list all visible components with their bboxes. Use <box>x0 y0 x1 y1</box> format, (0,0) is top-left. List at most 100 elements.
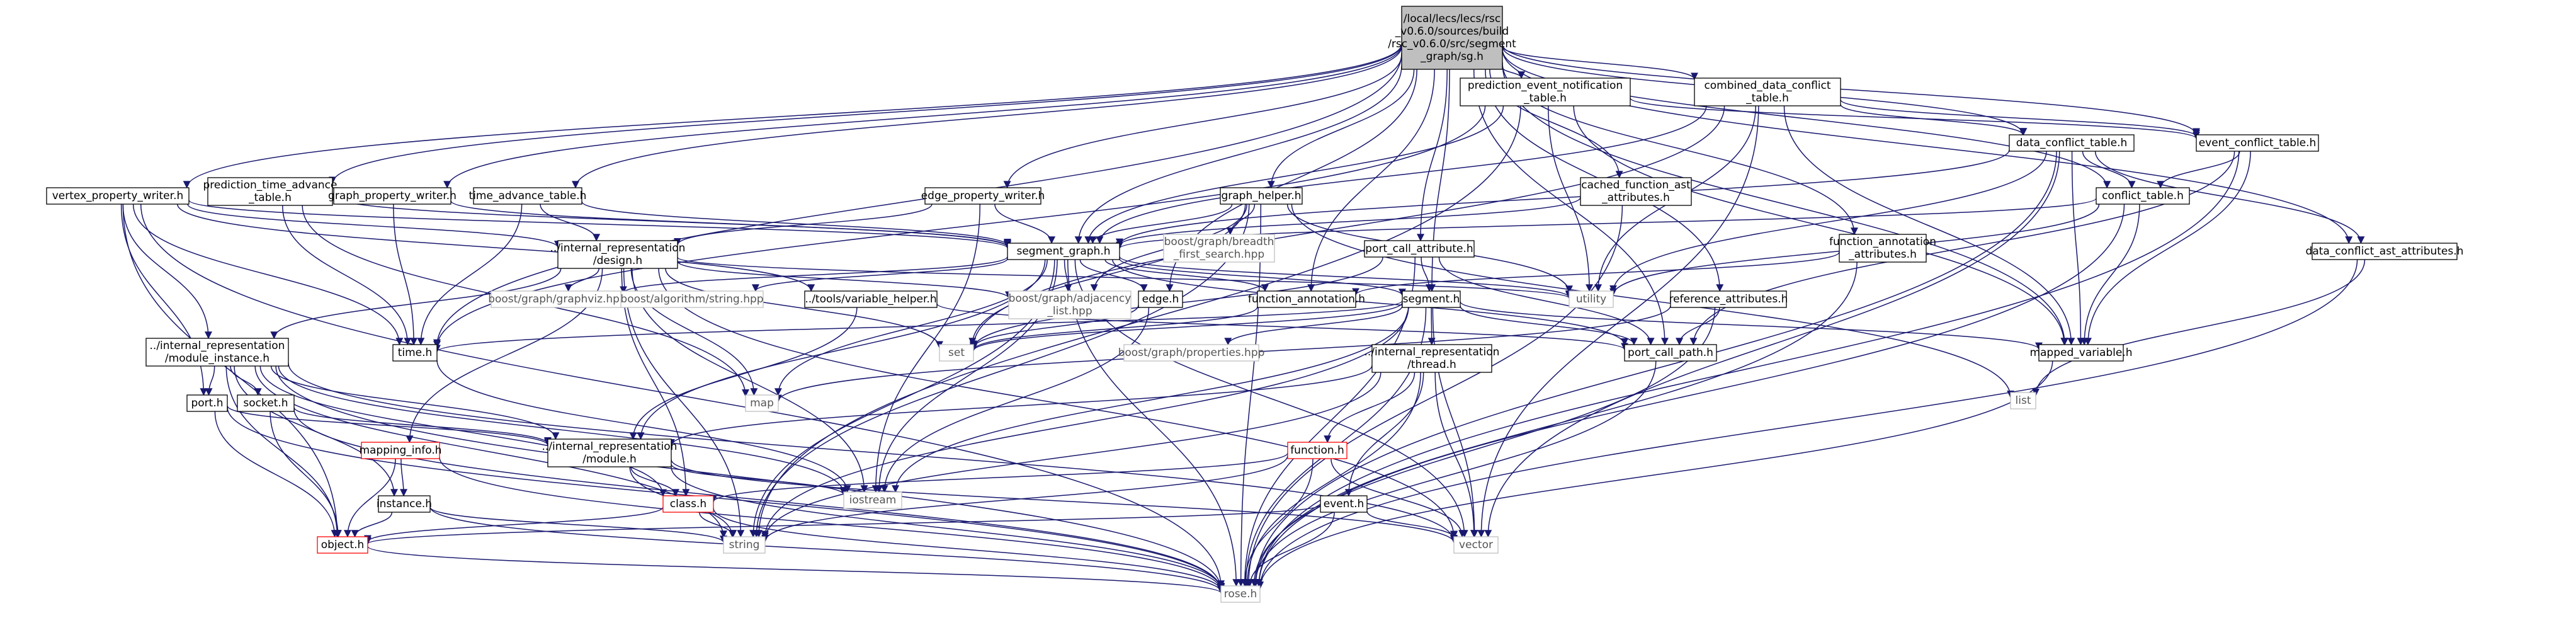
edge-root-to-cdct <box>1502 46 1698 81</box>
node-bastr: boost/algorithm/string.hpp <box>620 290 764 308</box>
edge-root-to-fah <box>1307 69 1435 292</box>
node-label: object.h <box>321 539 365 551</box>
node-label: _graph/sg.h <box>1420 50 1484 63</box>
node-label: boost/algorithm/string.hpp <box>620 293 763 306</box>
edge-irth-to-irmod <box>667 365 1373 447</box>
node-ptat[interactable]: prediction_time_advance_table.h <box>203 177 338 206</box>
node-box <box>1401 6 1503 70</box>
edge-ect-to-ct <box>2157 151 2240 189</box>
node-rah[interactable]: reference_attributes.h <box>1669 290 1788 308</box>
node-epw[interactable]: edge_property_writer.h <box>921 187 1045 205</box>
node-label: segment_graph.h <box>1016 245 1110 258</box>
edge-sgh-to-bggv <box>620 256 1008 294</box>
node-ect[interactable]: event_conflict_table.h <box>2196 134 2319 152</box>
node-box <box>186 394 228 412</box>
edge-dct-to-sgh <box>1116 149 2010 246</box>
node-vpw[interactable]: vertex_property_writer.h <box>46 187 190 205</box>
node-label: mapped_variable.h <box>2029 346 2132 359</box>
node-obj[interactable]: object.h <box>317 536 368 554</box>
node-box <box>1694 77 1841 106</box>
node-sgh[interactable]: segment_graph.h <box>1007 243 1120 260</box>
node-label: cached_function_ast <box>1581 179 1691 192</box>
node-box <box>2010 392 2036 410</box>
node-bgbfs: boost/graph/breadth_first_search.hpp <box>1163 234 1275 263</box>
edge-vpw-to-obj <box>122 203 341 538</box>
edge-cls-to-string <box>699 512 737 538</box>
node-irmi[interactable]: ../internal_representation/module_instan… <box>145 338 289 367</box>
node-box <box>723 536 766 554</box>
node-box <box>2312 243 2458 260</box>
edge-root-to-ct <box>1502 49 2111 189</box>
edge-irth-to-func <box>1324 372 1416 444</box>
edge-tvh-to-irmod <box>629 307 858 440</box>
edge-vpw-to-ird <box>187 203 562 249</box>
edge-inst-to-string <box>429 507 727 544</box>
node-ird[interactable]: ../internal_representation/design.h <box>550 240 686 269</box>
node-label: boost/graph/graphviz.hpp <box>488 293 627 306</box>
node-mapi[interactable]: mapping_info.h <box>359 442 442 459</box>
node-cls[interactable]: class.h <box>662 495 714 513</box>
node-root[interactable]: /local/lecs/lecs/rsc_v0.6.0/sources/buil… <box>1388 6 1516 70</box>
edge-irth-to-event <box>1344 372 1424 497</box>
edge-root-to-tat <box>572 46 1402 189</box>
node-box <box>1670 290 1787 308</box>
edge-cdct-to-mv <box>1783 105 2075 346</box>
edge-mapi-to-obj <box>343 458 396 538</box>
edge-root-to-gh <box>1267 69 1415 189</box>
node-vector: vector <box>1453 536 1499 554</box>
node-dcaa[interactable]: data_conflict_ast_attributes.h <box>2306 243 2464 260</box>
node-cdct[interactable]: combined_data_conflict_table.h <box>1694 77 1841 106</box>
edge-func-to-rose <box>1240 458 1314 587</box>
node-func[interactable]: function.h <box>1287 442 1348 459</box>
node-cfat[interactable]: cached_function_ast_attributes.h <box>1580 177 1692 206</box>
node-sock[interactable]: socket.h <box>237 394 295 412</box>
node-pca[interactable]: port_call_attribute.h <box>1364 240 1475 258</box>
node-dct[interactable]: data_conflict_table.h <box>2009 134 2135 152</box>
edge-mapi-to-inst <box>400 458 408 497</box>
node-ct[interactable]: conflict_table.h <box>2096 187 2190 205</box>
node-time[interactable]: time.h <box>392 344 438 362</box>
node-pcp[interactable]: port_call_path.h <box>1624 344 1717 362</box>
node-gpw[interactable]: graph_property_writer.h <box>328 187 457 205</box>
node-seg[interactable]: segment.h <box>1402 290 1461 308</box>
node-gh[interactable]: graph_helper.h <box>1220 187 1303 205</box>
node-fah[interactable]: function_annotation.h <box>1248 290 1365 308</box>
node-box <box>2009 134 2135 152</box>
node-mv[interactable]: mapped_variable.h <box>2029 344 2133 362</box>
edge-root-to-gpw <box>443 45 1402 189</box>
node-box <box>317 536 368 554</box>
edge-cdct-to-ect <box>1840 99 2200 138</box>
node-bgal: boost/graph/adjacency_list.hpp <box>1008 290 1132 319</box>
edge-root-to-pent <box>1502 67 1526 79</box>
node-edge[interactable]: edge.h <box>1138 290 1183 308</box>
node-inst[interactable]: instance.h <box>377 495 432 513</box>
node-box <box>1371 344 1492 373</box>
node-faa[interactable]: function_annotation_attributes.h <box>1829 234 1936 263</box>
node-label: _attributes.h <box>1601 192 1670 204</box>
node-box <box>557 240 678 269</box>
edge-pcp-to-rose <box>1251 360 1657 587</box>
edge-cls-to-rose <box>713 508 1225 592</box>
edge-irmi-to-rose <box>275 365 1225 590</box>
edge-cls-to-obj <box>364 507 664 543</box>
edge-epw-to-iostream <box>871 203 981 493</box>
edge-rah-to-pcp <box>1676 307 1720 346</box>
node-box <box>491 290 624 308</box>
edge-tat-to-time <box>417 203 523 346</box>
node-label: _table.h <box>1523 92 1567 105</box>
node-tvh[interactable]: ../tools/variable_helper.h <box>804 290 938 308</box>
node-port[interactable]: port.h <box>186 394 228 412</box>
edge-gh-to-string <box>752 203 1250 538</box>
node-event[interactable]: event.h <box>1320 495 1368 513</box>
edge-ird-to-string <box>623 268 745 538</box>
node-tat[interactable]: time_advance_table.h <box>469 187 587 205</box>
node-label: string <box>729 539 760 551</box>
node-map: map <box>745 394 779 412</box>
node-irmod[interactable]: ../internal_representation/module.h <box>542 438 678 467</box>
node-pent[interactable]: prediction_event_notification_table.h <box>1460 77 1631 106</box>
edge-root-to-pcp <box>1473 69 1669 346</box>
node-set: set <box>939 344 974 362</box>
node-irth[interactable]: ../internal_representation/thread.h <box>1365 344 1500 373</box>
node-box <box>145 338 289 367</box>
node-label: rose.h <box>1224 588 1257 600</box>
